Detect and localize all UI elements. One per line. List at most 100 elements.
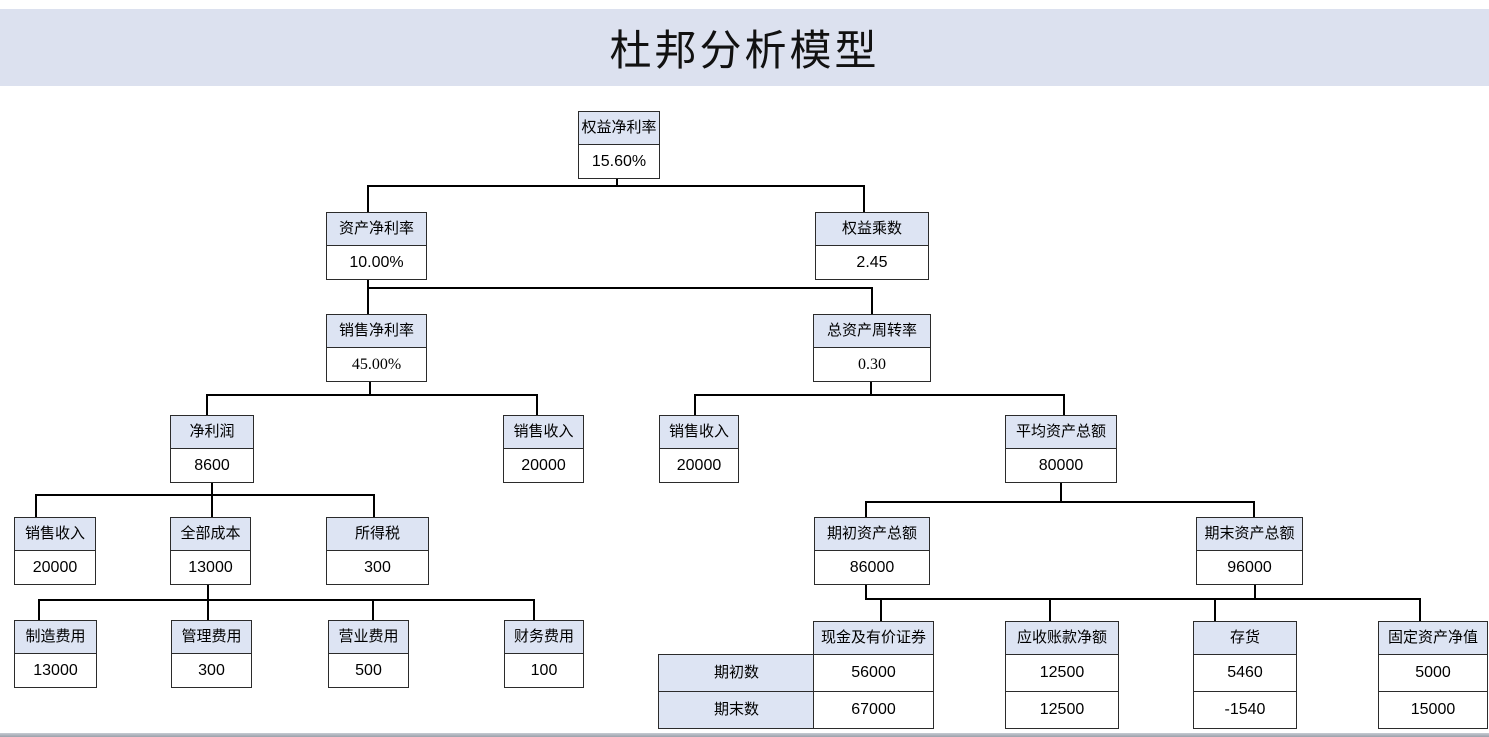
asset-table-col-receivables: 应收账款净额 12500 12500 [1005, 621, 1119, 729]
node-financial-expense: 财务费用 100 [504, 620, 584, 688]
connector-line [206, 394, 208, 415]
connector-line [367, 185, 369, 212]
connector-line [865, 501, 1255, 503]
node-net-profit: 净利润 8600 [170, 415, 254, 483]
connector-line [533, 599, 535, 620]
node-roe-label: 权益净利率 [579, 112, 659, 145]
connector-line [865, 585, 867, 599]
node-manufacturing-expense-label: 制造费用 [15, 621, 96, 654]
connector-line [1254, 585, 1256, 599]
node-sales-revenue-a: 销售收入 20000 [503, 415, 584, 483]
asset-table-col-receivables-beginning: 12500 [1039, 664, 1085, 681]
connector-line [694, 394, 696, 415]
connector-line [207, 585, 209, 620]
asset-table-col-fixed-assets-header: 固定资产净值 [1379, 622, 1487, 655]
node-income-tax-value: 300 [364, 559, 391, 576]
node-sales-revenue-c-value: 20000 [32, 559, 78, 576]
asset-table-col-fixed-assets-beginning: 5000 [1415, 664, 1451, 681]
asset-table-col-fixed-assets: 固定资产净值 5000 15000 [1378, 621, 1488, 729]
node-equity-multiplier-value: 2.45 [856, 254, 888, 271]
node-sales-revenue-a-label: 销售收入 [504, 416, 583, 449]
asset-table-col-cash: 现金及有价证券 56000 67000 [813, 621, 934, 729]
connector-line [372, 599, 374, 620]
node-avg-total-assets-value: 80000 [1038, 457, 1084, 474]
node-admin-expense-value: 300 [198, 662, 225, 679]
connector-line [1253, 501, 1255, 517]
connector-line [871, 287, 873, 314]
node-avg-total-assets: 平均资产总额 80000 [1005, 415, 1117, 483]
node-operating-expense: 营业费用 500 [328, 620, 409, 688]
node-admin-expense-label: 管理费用 [172, 621, 251, 654]
asset-table-row-label-beginning: 期初数 [659, 655, 814, 691]
node-avg-total-assets-label: 平均资产总额 [1006, 416, 1116, 449]
node-operating-expense-value: 500 [355, 662, 382, 679]
connector-line [863, 185, 865, 212]
node-total-cost-label: 全部成本 [171, 518, 250, 551]
asset-table-col-inventory: 存货 5460 -1540 [1193, 621, 1297, 729]
connector-line [367, 185, 865, 187]
asset-table-col-cash-beginning: 56000 [851, 664, 896, 681]
connector-line [38, 599, 40, 620]
node-sales-revenue-c-label: 销售收入 [15, 518, 95, 551]
node-sales-revenue-b-label: 销售收入 [660, 416, 738, 449]
connector-line [369, 381, 371, 396]
connector-line [35, 494, 37, 517]
asset-table-row-labels: 期初数 期末数 [658, 654, 815, 729]
node-income-tax-label: 所得税 [327, 518, 428, 551]
connector-line [367, 279, 369, 314]
node-sales-revenue-a-value: 20000 [521, 457, 566, 474]
node-total-asset-turnover-label: 总资产周转率 [814, 315, 930, 348]
asset-table-col-receivables-ending: 12500 [1006, 691, 1118, 728]
title-band: 杜邦分析模型 [0, 9, 1489, 86]
connector-line [870, 381, 872, 396]
connector-line [865, 598, 1421, 600]
asset-table-col-inventory-header: 存货 [1194, 622, 1296, 655]
node-sales-revenue-b: 销售收入 20000 [659, 415, 739, 483]
connector-line [880, 598, 882, 621]
asset-table-row-label-ending: 期末数 [659, 691, 814, 728]
connector-line [35, 494, 375, 496]
node-total-cost: 全部成本 13000 [170, 517, 251, 585]
connector-line [694, 394, 1065, 396]
node-manufacturing-expense-value: 13000 [33, 662, 78, 679]
connector-line [1063, 394, 1065, 415]
node-sales-revenue-b-value: 20000 [676, 457, 722, 474]
node-financial-expense-value: 100 [530, 662, 558, 679]
node-beginning-total-assets-label: 期初资产总额 [815, 518, 929, 551]
connector-line [367, 287, 873, 289]
node-beginning-total-assets: 期初资产总额 86000 [814, 517, 930, 585]
node-ending-total-assets-label: 期末资产总额 [1197, 518, 1302, 551]
node-roa-value: 10.00% [349, 254, 404, 271]
node-income-tax: 所得税 300 [326, 517, 429, 585]
node-roa: 资产净利率 10.00% [326, 212, 427, 280]
node-manufacturing-expense: 制造费用 13000 [14, 620, 97, 688]
asset-table-col-inventory-beginning: 5460 [1227, 664, 1263, 681]
node-net-profit-value: 8600 [194, 457, 230, 474]
connector-line [865, 501, 867, 517]
node-total-cost-value: 13000 [188, 559, 233, 576]
node-net-profit-label: 净利润 [171, 416, 253, 449]
node-total-asset-turnover: 总资产周转率 0.30 [813, 314, 931, 382]
connector-line [1419, 598, 1421, 621]
node-total-asset-turnover-value: 0.30 [858, 356, 886, 373]
asset-table-col-inventory-ending: -1540 [1194, 691, 1296, 728]
connector-line [38, 599, 535, 601]
node-ending-total-assets: 期末资产总额 96000 [1196, 517, 1303, 585]
page-title: 杜邦分析模型 [609, 29, 880, 75]
asset-table-col-cash-header: 现金及有价证券 [814, 622, 933, 655]
connector-line [1214, 598, 1216, 621]
node-sales-revenue-c: 销售收入 20000 [14, 517, 96, 585]
connector-line [206, 394, 538, 396]
connector-line [1049, 598, 1051, 621]
node-equity-multiplier-label: 权益乘数 [816, 213, 928, 246]
node-beginning-total-assets-value: 86000 [849, 559, 895, 576]
node-net-profit-margin: 销售净利率 45.00% [326, 314, 427, 382]
node-net-profit-margin-value: 45.00% [351, 356, 402, 373]
asset-table-col-cash-ending: 67000 [814, 691, 933, 728]
connector-line [373, 494, 375, 517]
node-net-profit-margin-label: 销售净利率 [327, 315, 426, 348]
node-financial-expense-label: 财务费用 [505, 621, 583, 654]
window-bottom-edge [0, 733, 1489, 737]
node-roe-value: 15.60% [591, 153, 647, 170]
